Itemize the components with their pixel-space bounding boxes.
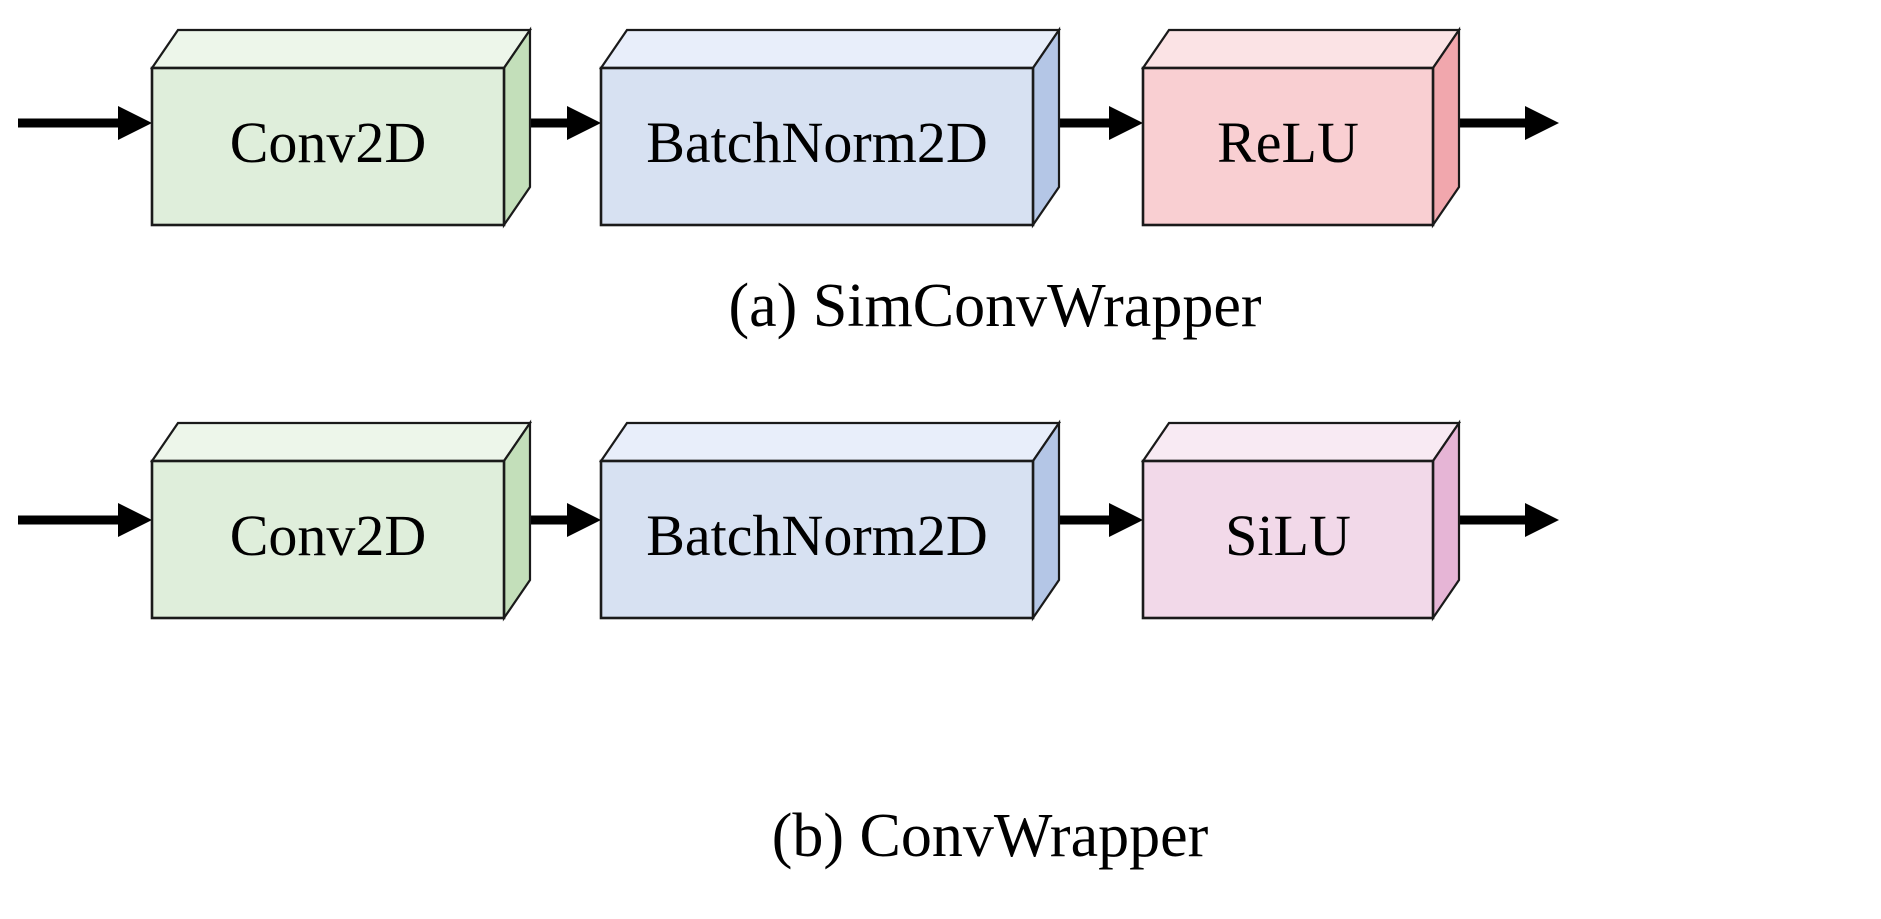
relu-a-top-face [1140,28,1462,70]
arrow-a-2-shaft [1059,118,1111,128]
arrow-a-out-shaft [1459,118,1527,128]
conv2d-a-top-face [149,28,533,70]
arrow-a-out-head [1525,106,1559,140]
arrow-b-in-shaft [18,515,120,525]
row-b-caption: (b) ConvWrapper [772,802,1209,870]
arrow-a-in-shaft [18,118,120,128]
arrow-a-in [18,106,152,140]
row-b: Conv2D BatchNorm2D SiLU (b) ConvWrapper [18,419,1559,870]
arrow-a-1 [530,106,601,140]
arrow-b-in [18,503,152,537]
arrow-a-in-head [118,106,152,140]
silu-b-top-face [1140,421,1462,463]
row-a: Conv2D BatchNorm2D ReLU (a) SimConvWrapper [18,26,1559,340]
batchnorm2d-b-front-face [599,459,1035,620]
arrow-a-2-head [1109,106,1143,140]
arrow-a-1-shaft [530,118,569,128]
conv2d-b-top-face [149,421,533,463]
conv2d-b: Conv2D [149,419,533,622]
silu-b: SiLU [1140,419,1462,622]
arrow-b-1 [530,503,601,537]
batchnorm2d-b-top-face [598,421,1062,463]
batchnorm2d-a-label: BatchNorm2D [646,110,988,175]
arrow-b-out-shaft [1459,515,1527,525]
batchnorm2d-a: BatchNorm2D [598,26,1062,229]
row-a-caption: (a) SimConvWrapper [729,272,1262,340]
conv2d-a: Conv2D [149,26,533,229]
relu-a-front-face [1141,66,1435,227]
relu-a-label: ReLU [1217,110,1359,175]
conv2d-a-label: Conv2D [230,110,427,175]
conv2d-a-front-face [150,66,506,227]
arrow-b-2-head [1109,503,1143,537]
conv2d-b-front-face [150,459,506,620]
arrow-a-2 [1059,106,1143,140]
arrow-b-out-head [1525,503,1559,537]
batchnorm2d-b: BatchNorm2D [598,419,1062,622]
silu-b-label: SiLU [1225,503,1351,568]
arrow-b-out [1459,503,1559,537]
arrow-a-out [1459,106,1559,140]
arrow-a-1-head [567,106,601,140]
arrow-b-1-head [567,503,601,537]
arrow-b-2 [1059,503,1143,537]
silu-b-front-face [1141,459,1435,620]
batchnorm2d-a-front-face [599,66,1035,227]
arrow-b-2-shaft [1059,515,1111,525]
relu-a: ReLU [1140,26,1462,229]
batchnorm2d-b-label: BatchNorm2D [646,503,988,568]
batchnorm2d-a-top-face [598,28,1062,70]
arrow-b-in-head [118,503,152,537]
conv2d-b-label: Conv2D [230,503,427,568]
arrow-b-1-shaft [530,515,569,525]
